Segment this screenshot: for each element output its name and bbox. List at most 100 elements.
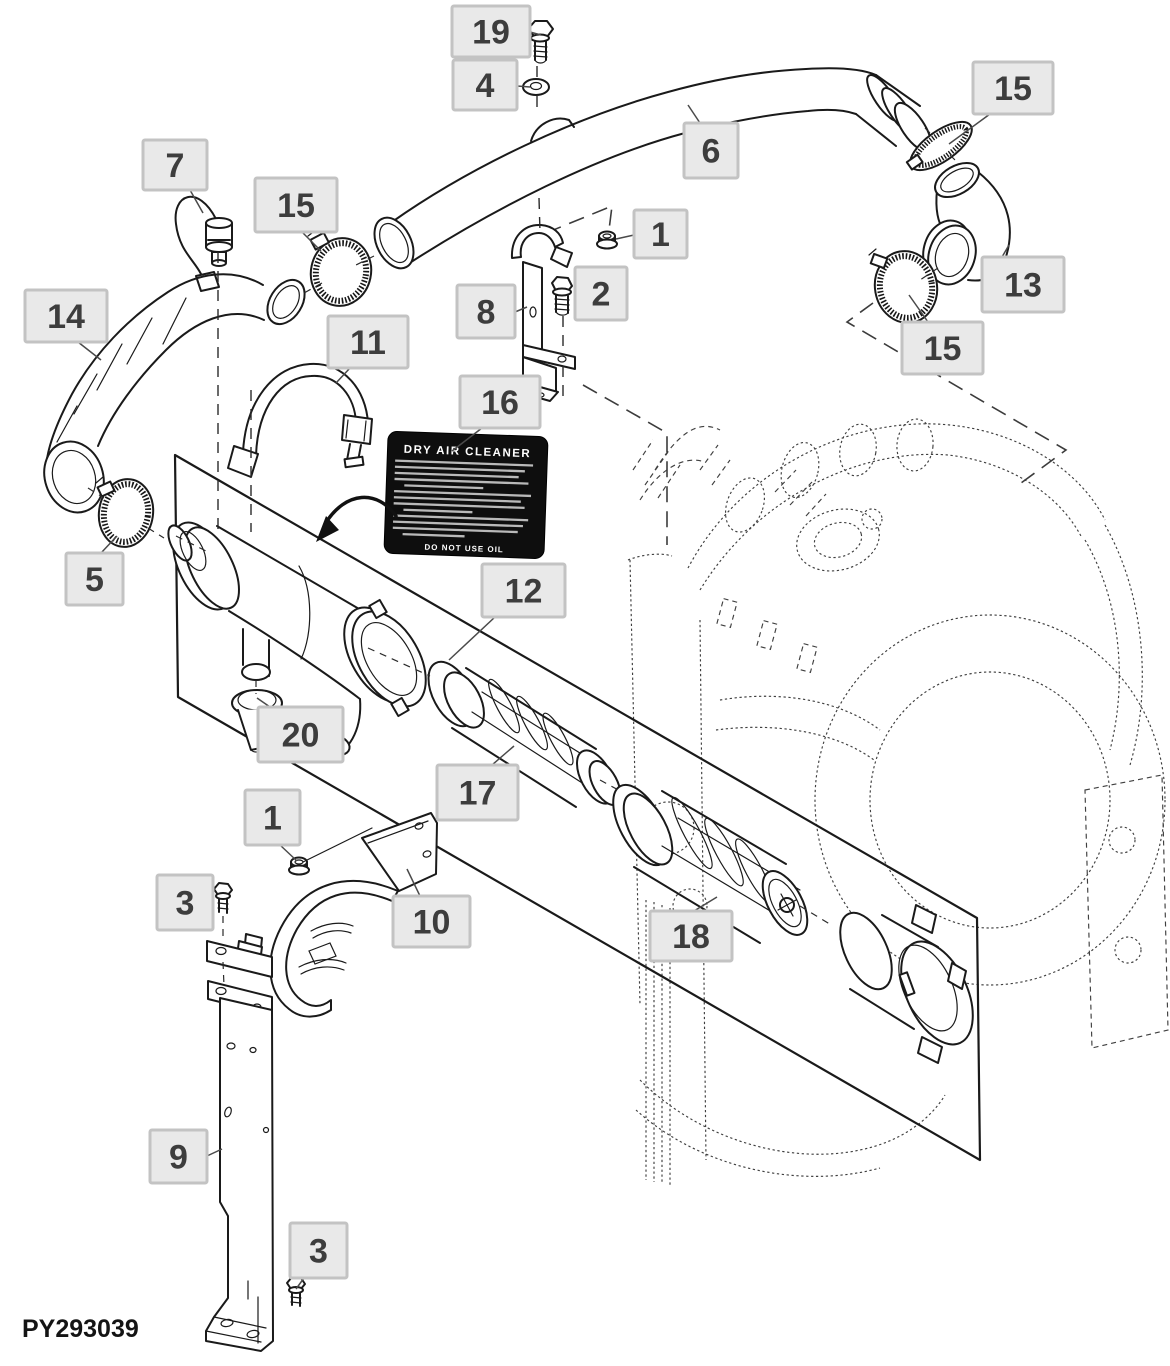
callout-number: 10 bbox=[413, 904, 451, 942]
callout-box[interactable] bbox=[64, 551, 125, 607]
callout-part-12[interactable]: 12 bbox=[448, 562, 567, 661]
callout-box[interactable] bbox=[435, 763, 520, 822]
callout-box[interactable] bbox=[253, 176, 339, 234]
callout-number: 20 bbox=[282, 717, 320, 755]
callout-part-1[interactable]: 1 bbox=[615, 208, 689, 260]
decal-text-line bbox=[393, 514, 529, 522]
callout-part-9[interactable]: 9 bbox=[148, 1128, 223, 1185]
decal-text-line bbox=[392, 526, 518, 534]
callout-box[interactable] bbox=[326, 314, 410, 370]
callout-leader-line bbox=[279, 844, 298, 862]
figure-code: PY293039 bbox=[22, 1315, 139, 1343]
callout-part-19[interactable]: 19 bbox=[450, 4, 542, 59]
callout-part-13[interactable]: 13 bbox=[980, 244, 1066, 314]
callout-leader-line bbox=[189, 189, 204, 214]
part-15-clamp-top-right bbox=[905, 120, 973, 172]
mounting-panel-outline bbox=[173, 453, 982, 1162]
callout-part-17[interactable]: 17 bbox=[435, 745, 520, 822]
callout-box[interactable] bbox=[243, 788, 302, 847]
callout-box[interactable] bbox=[971, 60, 1055, 116]
callout-number: 4 bbox=[476, 67, 495, 105]
callout-number: 19 bbox=[472, 14, 510, 52]
part-18-primary-element bbox=[612, 783, 809, 944]
callout-number: 5 bbox=[85, 561, 104, 599]
callout-part-1[interactable]: 1 bbox=[243, 788, 302, 862]
callout-box[interactable] bbox=[451, 58, 519, 112]
callout-box[interactable] bbox=[455, 283, 517, 340]
callout-leader-line bbox=[693, 896, 718, 912]
callout-number: 6 bbox=[702, 133, 721, 171]
callout-box[interactable] bbox=[256, 705, 345, 764]
callout-box[interactable] bbox=[23, 288, 109, 344]
callout-box[interactable] bbox=[288, 1221, 349, 1280]
part-13-outlet-elbow bbox=[922, 161, 1011, 286]
callout-part-3[interactable]: 3 bbox=[155, 873, 215, 932]
callout-box[interactable] bbox=[391, 894, 472, 949]
callout-leader-line bbox=[529, 31, 542, 36]
decal-text-line bbox=[402, 533, 465, 538]
callout-box[interactable] bbox=[141, 138, 209, 192]
part-8-upper-bracket bbox=[506, 223, 576, 402]
part-2-bolt bbox=[551, 276, 573, 316]
decal-text-line bbox=[394, 489, 532, 498]
callout-part-16[interactable]: 16 bbox=[451, 374, 542, 452]
engine-reference-outline bbox=[627, 418, 1169, 1186]
callout-number: 9 bbox=[169, 1139, 188, 1177]
callout-number: 3 bbox=[176, 885, 195, 923]
callout-part-6[interactable]: 6 bbox=[682, 104, 740, 180]
decal-text-line bbox=[394, 465, 525, 473]
callout-part-2[interactable]: 2 bbox=[573, 265, 629, 322]
decal-body-text bbox=[392, 459, 534, 538]
callout-part-15[interactable]: 15 bbox=[900, 294, 985, 376]
callout-part-3[interactable]: 3 bbox=[288, 1221, 349, 1290]
callout-number: 8 bbox=[477, 294, 496, 332]
callout-number: 17 bbox=[459, 775, 497, 813]
part-12-air-cleaner-canister bbox=[167, 521, 427, 761]
part-6-intake-tube bbox=[373, 67, 933, 270]
callout-box[interactable] bbox=[458, 374, 542, 430]
callout-part-8[interactable]: 8 bbox=[455, 283, 528, 340]
callout-leader-line bbox=[514, 306, 528, 313]
callout-box[interactable] bbox=[480, 562, 567, 619]
decal-text-line bbox=[392, 520, 523, 528]
callout-number: 15 bbox=[924, 330, 962, 368]
callout-part-7[interactable]: 7 bbox=[141, 138, 209, 214]
callout-box[interactable] bbox=[155, 873, 215, 932]
callout-part-4[interactable]: 4 bbox=[451, 58, 531, 112]
callout-part-14[interactable]: 14 bbox=[23, 288, 109, 361]
callout-part-10[interactable]: 10 bbox=[391, 868, 472, 949]
callout-box[interactable] bbox=[900, 320, 985, 376]
callout-number: 15 bbox=[994, 70, 1032, 108]
part-14-inlet-elbow bbox=[43, 273, 306, 514]
part-11-mounting-band bbox=[227, 362, 373, 478]
callout-part-11[interactable]: 11 bbox=[326, 314, 410, 384]
callout-box[interactable] bbox=[573, 265, 629, 322]
callout-leader-line bbox=[100, 535, 118, 554]
callout-box[interactable] bbox=[148, 1128, 209, 1185]
decal-text-line bbox=[404, 484, 484, 490]
callout-part-15[interactable]: 15 bbox=[253, 176, 339, 252]
callout-leader-line bbox=[1001, 244, 1010, 258]
callout-number: 18 bbox=[672, 918, 710, 956]
callout-part-20[interactable]: 20 bbox=[256, 697, 345, 764]
callout-leader-line bbox=[206, 1148, 223, 1157]
callout-box[interactable] bbox=[648, 909, 734, 963]
callout-part-15[interactable]: 15 bbox=[948, 60, 1055, 145]
callout-box[interactable] bbox=[980, 255, 1066, 314]
callout-part-5[interactable]: 5 bbox=[64, 535, 125, 607]
callout-leader-line bbox=[406, 868, 421, 897]
callout-leader-line bbox=[77, 341, 102, 361]
callout-box[interactable] bbox=[682, 121, 740, 180]
callout-box[interactable] bbox=[450, 4, 532, 59]
callout-box[interactable] bbox=[632, 208, 689, 260]
callout-leader-line bbox=[451, 427, 483, 452]
decal-text-line bbox=[393, 496, 521, 503]
part-7-restriction-sensor bbox=[174, 196, 233, 292]
callout-number: 3 bbox=[309, 1233, 328, 1271]
part-9-support-strap bbox=[205, 997, 274, 1352]
decal-text-line bbox=[394, 471, 519, 479]
callout-part-18[interactable]: 18 bbox=[648, 896, 734, 963]
callout-leader-line bbox=[448, 616, 496, 661]
decal-footer: DO NOT USE OIL bbox=[424, 543, 504, 555]
